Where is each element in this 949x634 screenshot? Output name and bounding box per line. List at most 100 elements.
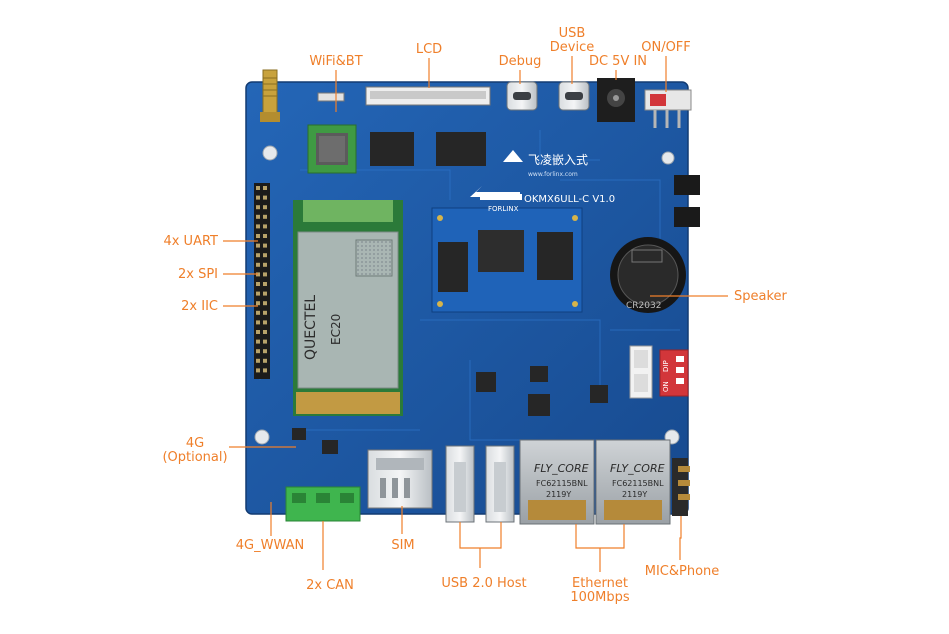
module-vendor-text: QUECTEL [303, 295, 319, 360]
header-pin [263, 291, 267, 296]
label-debug: Debug [498, 54, 542, 69]
model-text: OKMX6ULL-C V1.0 [524, 194, 615, 205]
label-ethernet-line2: 100Mbps [570, 590, 630, 605]
header-pin [263, 310, 267, 315]
label-on-off: ON/OFF [641, 40, 691, 55]
header-pin [256, 320, 260, 325]
header-pin [263, 186, 267, 190]
dip-switch: ON DIP [659, 349, 689, 397]
label-wifi-bt: WiFi&BT [309, 54, 363, 69]
label-speaker: Speaker [734, 289, 787, 304]
brand-site-text: www.forlinx.com [528, 171, 578, 178]
header-pin [256, 205, 260, 210]
eth2-brand-text: FLY_CORE [610, 462, 665, 475]
header-pin [263, 195, 267, 200]
label-4g-line2: (Optional) [162, 450, 228, 465]
header-pin [256, 339, 260, 344]
header-pin [263, 320, 267, 325]
header-pin [256, 186, 260, 190]
header-pin [256, 243, 260, 248]
header-pin [263, 253, 267, 258]
header-pin [263, 272, 267, 277]
label-iic: 2x IIC [181, 299, 218, 314]
battery-holder: CR2032 [610, 237, 686, 313]
label-uart: 4x UART [163, 234, 218, 249]
header-pin [263, 224, 267, 229]
label-4g-wwan: 4G_WWAN [235, 538, 305, 553]
usb-host-ports [445, 445, 515, 523]
eth1-part-text: FC62115BNL [536, 479, 588, 488]
header-pin [263, 234, 267, 238]
header-pin [263, 330, 267, 334]
header-pin [256, 195, 260, 200]
header-pin [256, 262, 260, 267]
header-pin [256, 214, 260, 219]
header-pin [256, 234, 260, 238]
model-silkscreen: OKMX6ULL-C V1.0 [468, 186, 615, 205]
header-pin [263, 358, 267, 363]
4g-module: QUECTEL EC20 [293, 200, 403, 416]
header-pin [256, 330, 260, 334]
label-spi: 2x SPI [177, 267, 218, 282]
label-4g-line1: 4G [185, 436, 205, 451]
label-usb-device-line1: USB [558, 26, 586, 41]
callout-lines [223, 56, 728, 572]
header-pin [256, 301, 260, 306]
misc-components [292, 366, 608, 454]
label-mic-phone: MIC&Phone [644, 564, 720, 579]
header-pin [256, 368, 260, 373]
som-brand-text: FORLINX [488, 205, 519, 213]
eth2-code-text: 2119Y [622, 490, 647, 499]
wifi-bt-module [307, 124, 357, 174]
header-pin [256, 291, 260, 296]
forlinx-logo-icon: 飞凌嵌入式 www.forlinx.com [503, 150, 588, 178]
sma-antenna-icon [260, 69, 280, 122]
header-pin [256, 282, 260, 286]
header-pin [256, 310, 260, 315]
header-pin [263, 301, 267, 306]
dc-jack [597, 78, 635, 122]
eth2-part-text: FC62115BNL [612, 479, 664, 488]
sim-slot [367, 449, 433, 509]
header-pin [256, 358, 260, 363]
module-name-text: EC20 [329, 314, 343, 345]
header-pin [256, 253, 260, 258]
audio-jacks [672, 458, 690, 516]
header-pin [263, 214, 267, 219]
label-usb-host: USB 2.0 Host [441, 576, 527, 591]
core-som: FORLINX [431, 205, 583, 313]
label-can: 2x CAN [306, 578, 354, 593]
battery-text: CR2032 [626, 301, 661, 311]
memory-chips [370, 132, 486, 166]
ethernet-jacks: FLY_CORE FC62115BNL 2119Y FLY_CORE FC621… [519, 439, 671, 525]
header-pin [263, 282, 267, 286]
header-pin [263, 262, 267, 267]
lcd-connector [365, 86, 491, 106]
eth1-brand-text: FLY_CORE [534, 462, 589, 475]
gpio-pin-header [254, 183, 270, 379]
label-dc-in: DC 5V IN [588, 54, 648, 69]
header-pin [256, 349, 260, 354]
header-pin [263, 349, 267, 354]
header-pin [263, 205, 267, 210]
label-usb-device-line2: Device [549, 40, 595, 55]
small-fpc-connector [317, 92, 345, 102]
label-lcd: LCD [415, 42, 443, 57]
power-switch [644, 89, 692, 128]
usb-device-port [558, 81, 590, 111]
header-pin [263, 243, 267, 248]
can-terminal [285, 486, 361, 522]
header-pin [263, 339, 267, 344]
speaker-connector [629, 345, 653, 399]
side-buttons [674, 175, 700, 227]
dip-label-text: DIP [662, 360, 670, 372]
header-pin [256, 224, 260, 229]
dip-on-text: ON [662, 381, 670, 392]
debug-usb-port [506, 81, 538, 111]
eth1-code-text: 2119Y [546, 490, 571, 499]
brand-cn-text: 飞凌嵌入式 [528, 153, 588, 167]
label-sim: SIM [391, 538, 415, 553]
header-pin [263, 368, 267, 373]
label-ethernet-line1: Ethernet [572, 576, 628, 591]
